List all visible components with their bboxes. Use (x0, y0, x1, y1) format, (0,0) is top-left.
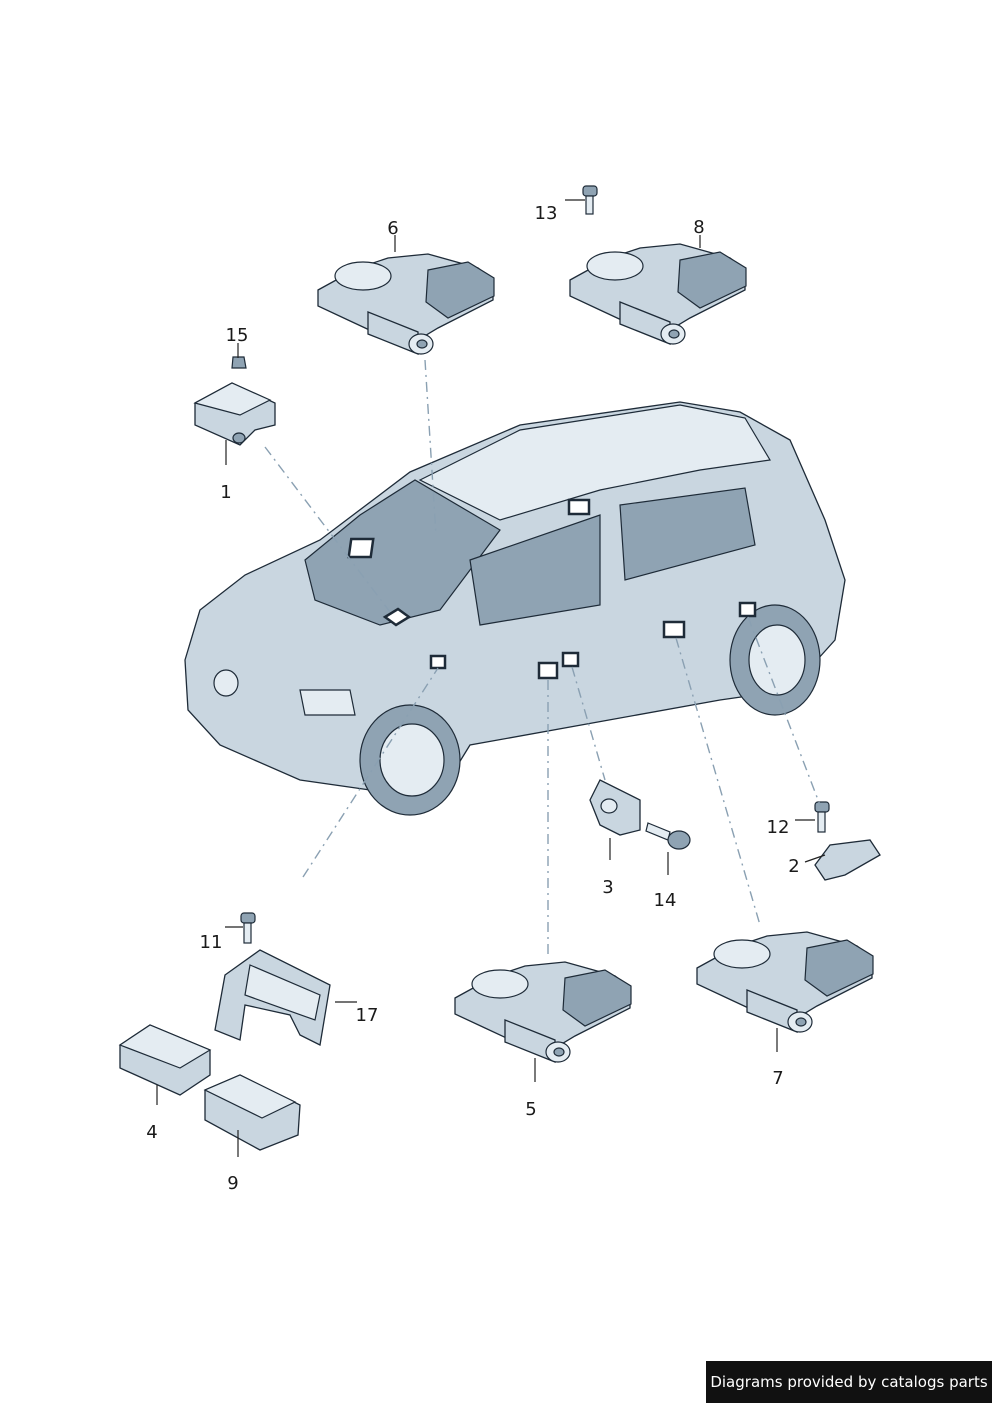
callout-12: 12 (766, 817, 790, 838)
window-motor-8 (569, 243, 747, 345)
module-4 (118, 1024, 212, 1096)
callout-11: 11 (199, 932, 223, 953)
window-motor-7 (696, 931, 874, 1033)
bracket-17 (214, 949, 331, 1046)
bolt-13 (582, 185, 598, 215)
callout-1: 1 (220, 482, 232, 503)
callout-13: 13 (534, 203, 558, 224)
callout-14: 14 (653, 890, 677, 911)
credit-text: Diagrams provided by catalogs parts (710, 1373, 988, 1391)
callout-2: 2 (788, 856, 800, 877)
nut-15 (231, 356, 247, 369)
callout-4: 4 (146, 1122, 158, 1143)
car-illustration (184, 401, 846, 816)
callout-15: 15 (225, 325, 249, 346)
callout-7: 7 (772, 1068, 784, 1089)
callout-5: 5 (525, 1099, 537, 1120)
bolt-12 (814, 801, 830, 833)
callout-8: 8 (693, 217, 705, 238)
callout-3: 3 (602, 877, 614, 898)
callout-9: 9 (227, 1173, 239, 1194)
bolt-11 (240, 912, 256, 944)
window-motor-6 (317, 253, 495, 355)
credit-banner: Diagrams provided by catalogs parts (706, 1361, 992, 1403)
sensor-3 (589, 779, 641, 836)
window-motor-5 (454, 961, 632, 1063)
sensor-2 (814, 839, 881, 881)
holder-9 (203, 1074, 301, 1151)
bolt-14 (645, 822, 691, 850)
callout-17: 17 (355, 1005, 379, 1026)
callout-6: 6 (387, 218, 399, 239)
control-unit-1 (193, 382, 276, 446)
